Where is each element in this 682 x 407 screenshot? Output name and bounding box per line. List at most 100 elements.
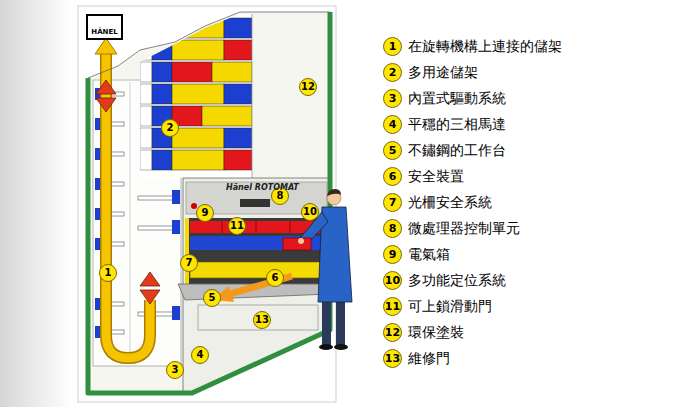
callout-number: 13 — [383, 349, 402, 368]
carousel-path-arrow-part — [140, 290, 160, 304]
storage-bins-part — [172, 150, 224, 170]
part-description: 可上鎖滑動門 — [408, 298, 492, 315]
callout-number: 11 — [228, 217, 246, 235]
callout-number: 8 — [383, 219, 402, 238]
operator-figure-part — [298, 238, 304, 244]
callout-number: 13 — [255, 315, 269, 325]
carousel-shelf-part — [172, 190, 180, 204]
callout-number: 6 — [272, 273, 279, 283]
carousel-path-arrow-part — [96, 80, 116, 94]
storage-bins-part — [224, 18, 252, 38]
machine-front-part — [290, 221, 291, 233]
callout-number: 1 — [99, 264, 117, 282]
callout-number: 10 — [301, 203, 319, 221]
side-shade — [0, 0, 72, 407]
callout-number: 9 — [202, 208, 209, 218]
callout-number: 3 — [166, 361, 184, 379]
operator-figure-part — [319, 344, 333, 350]
storage-bins-part — [224, 150, 252, 170]
storage-bins-part — [224, 128, 252, 148]
legend-item: 8 微處理器控制單元 — [383, 217, 520, 239]
storage-bins-part — [140, 84, 152, 104]
storage-bins-part — [140, 128, 152, 148]
machine-front-part — [222, 221, 223, 233]
callout-number: 12 — [383, 323, 402, 342]
part-description: 多功能定位系統 — [408, 272, 506, 289]
callout-number: 7 — [186, 258, 193, 268]
legend-item: 5 不鏽鋼的工作台 — [383, 139, 506, 161]
callout-number: 1 — [383, 37, 402, 56]
legend-item: 9電氣箱 — [383, 243, 450, 265]
machine-front-part — [256, 221, 257, 233]
machine-front-part — [190, 262, 322, 278]
callout-number: 3 — [172, 365, 179, 375]
part-description: 環保塗裝 — [408, 324, 464, 341]
part-description: 微處理器控制單元 — [408, 220, 520, 237]
callout-number: 2 — [383, 63, 402, 82]
operator-figure-part — [322, 300, 331, 345]
callout-number: 5 — [209, 293, 216, 303]
part-description: 在旋轉機構上連接的儲架 — [408, 38, 562, 55]
operator-figure-part — [336, 300, 345, 345]
part-description: 安全裝置 — [408, 168, 464, 185]
carousel-path-arrow-part — [95, 38, 117, 54]
legend-item: 1 在旋轉機構上連接的儲架 — [383, 35, 562, 57]
carousel-shelf-part — [172, 220, 180, 234]
legend-item: 4平穩的三相馬達 — [383, 113, 506, 135]
cabinet-outline — [88, 12, 330, 393]
machine-front-part — [188, 218, 324, 284]
machine-front-part — [185, 218, 189, 284]
legend-item: 6 安全裝置 — [383, 165, 464, 187]
storage-bins-part — [172, 40, 224, 60]
callout-number: 4 — [191, 346, 209, 364]
callout-number: 2 — [161, 119, 179, 137]
callout-number: 10 — [303, 207, 317, 217]
legend-item: 7光柵安全系統 — [383, 191, 492, 213]
legend-item: 3內置式驅動系統 — [383, 87, 506, 109]
storage-bins — [140, 12, 252, 180]
cabinet-edge — [252, 14, 253, 178]
legend-item: 12 環保塗裝 — [383, 321, 464, 343]
callout-number: 5 — [203, 289, 221, 307]
machine-front-part — [190, 221, 322, 233]
storage-bins-part — [224, 84, 252, 104]
part-description: 不鏽鋼的工作台 — [408, 142, 506, 159]
storage-bins-part — [224, 40, 252, 60]
storage-bins-part — [202, 106, 252, 126]
part-description: 多用途儲架 — [408, 64, 478, 81]
brand-logo: HÄNEL — [86, 14, 123, 40]
callout-number: 11 — [383, 297, 402, 316]
storage-bins-part — [140, 12, 252, 180]
callout-number: 2 — [167, 123, 174, 133]
part-description: 光柵安全系統 — [408, 194, 492, 211]
cabinet-body — [88, 12, 330, 393]
operator-figure-part — [283, 238, 311, 250]
part-description: 內置式驅動系統 — [408, 90, 506, 107]
storage-bins-part — [140, 18, 152, 38]
machine-front-part — [190, 236, 322, 250]
callout-number: 6 — [266, 269, 284, 287]
storage-bins-part — [140, 40, 152, 60]
carousel-interior-part — [130, 82, 131, 364]
operator-figure — [283, 189, 352, 350]
carousel-path-arrow-part — [140, 272, 160, 286]
callout-number: 12 — [299, 78, 317, 96]
callout-number: 8 — [277, 191, 284, 201]
brand-label: Hänel ROTOMAT — [226, 184, 299, 192]
storage-bins-part — [172, 84, 224, 104]
callout-number: 5 — [383, 141, 402, 160]
carousel-path-arrow — [95, 38, 160, 358]
callout-number: 10 — [383, 271, 402, 290]
callout-number: 6 — [383, 167, 402, 186]
legend-item: 11 可上鎖滑動門 — [383, 295, 492, 317]
storage-bins-part — [212, 62, 252, 82]
operator-figure-part — [327, 189, 341, 196]
callout-number: 4 — [383, 115, 402, 134]
storage-bins-part — [172, 128, 224, 148]
storage-bins-part — [152, 62, 172, 82]
callout-number: 12 — [301, 82, 315, 92]
callout-number: 1 — [105, 268, 112, 278]
legend-item: 2 多用途儲架 — [383, 61, 478, 83]
callout-number: 13 — [253, 311, 271, 329]
machine-front — [178, 178, 330, 393]
